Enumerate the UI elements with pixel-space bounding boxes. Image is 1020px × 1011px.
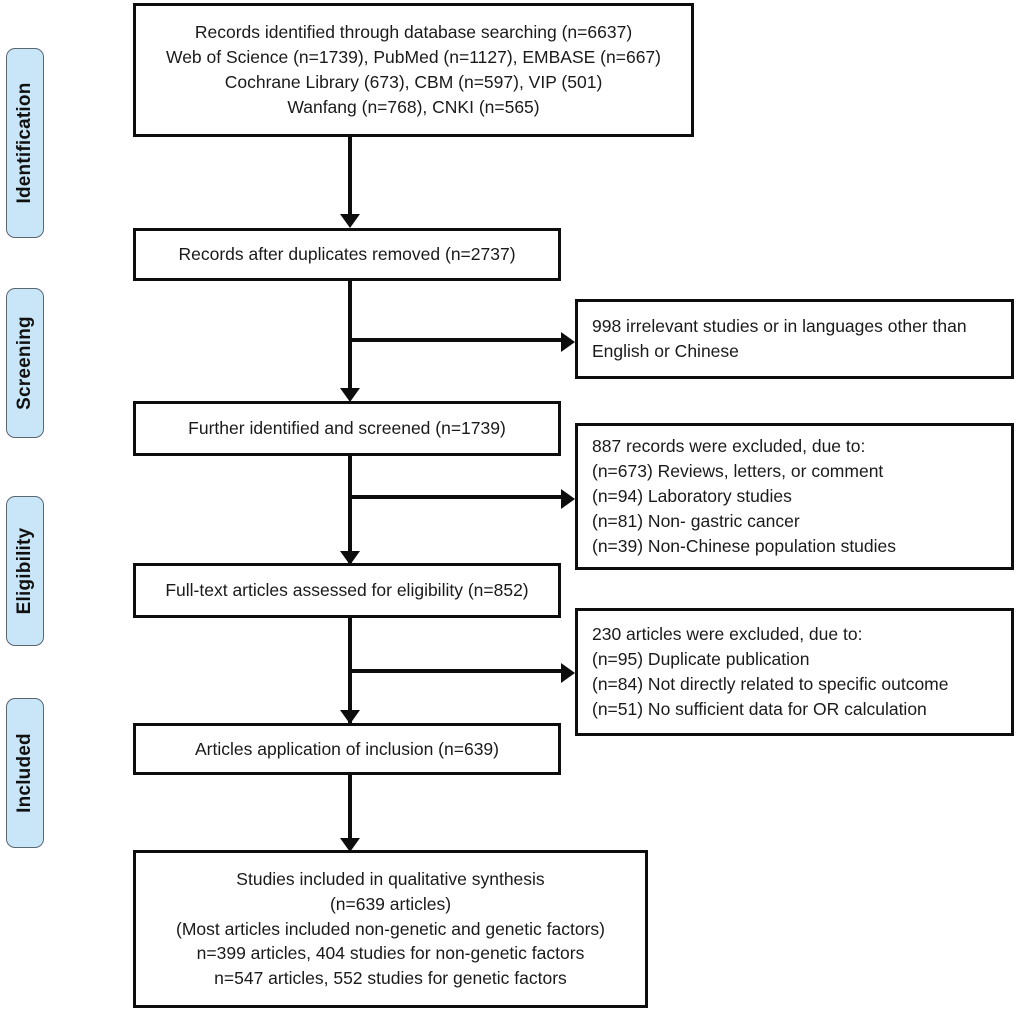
box-excluded-irrelevant-text: 998 irrelevant studies or in languages o…	[578, 314, 1011, 364]
box-excluded-230: 230 articles were excluded, due to: (n=9…	[575, 608, 1014, 736]
arrowhead-excluded-887	[561, 489, 575, 509]
text-line: (Most articles included non-genetic and …	[176, 918, 605, 939]
box-duplicates-removed-text: Records after duplicates removed (n=2737…	[136, 242, 558, 267]
text-line: 887 records were excluded, due to:	[592, 436, 866, 457]
stage-label-screening: Screening	[14, 316, 35, 410]
arrowhead-fulltext	[340, 551, 360, 565]
arrowhead-screened	[340, 388, 360, 402]
stage-label-identification: Identification	[14, 82, 35, 204]
box-excluded-887: 887 records were excluded, due to: (n=67…	[575, 423, 1014, 570]
text-line: Articles application of inclusion (n=639…	[195, 738, 499, 759]
box-excluded-irrelevant: 998 irrelevant studies or in languages o…	[575, 299, 1014, 379]
text-line: (n=639 articles)	[329, 893, 452, 914]
box-duplicates-removed: Records after duplicates removed (n=2737…	[133, 228, 561, 281]
branch-to-excluded-887	[348, 495, 566, 499]
arrowhead-excluded-irrelevant	[561, 332, 575, 352]
branch-to-excluded-230	[348, 669, 566, 673]
box-records-identified-text: Records identified through database sear…	[136, 20, 691, 119]
box-articles-inclusion: Articles application of inclusion (n=639…	[133, 723, 561, 775]
connector-screened-to-fulltext	[348, 456, 352, 566]
box-studies-included: Studies included in qualitative synthesi…	[133, 850, 648, 1008]
text-line: (n=95) Duplicate publication	[592, 649, 810, 670]
text-line: Cochrane Library (673), CBM (n=597), VIP…	[224, 72, 603, 92]
arrowhead-duplicates	[340, 214, 360, 228]
box-full-text-assessed: Full-text articles assessed for eligibil…	[133, 563, 561, 618]
text-line: Studies included in qualitative synthesi…	[236, 868, 545, 889]
text-line: (n=673) Reviews, letters, or comment	[592, 461, 884, 482]
box-studies-included-text: Studies included in qualitative synthesi…	[136, 867, 645, 991]
arrowhead-included	[340, 838, 360, 852]
box-excluded-887-text: 887 records were excluded, due to: (n=67…	[578, 434, 1011, 558]
text-line: Web of Science (n=1739), PubMed (n=1127)…	[166, 47, 661, 68]
stage-pill-identification: Identification	[6, 48, 44, 238]
text-line: English or Chinese	[592, 341, 739, 361]
connector-inclusion-to-included	[348, 775, 352, 843]
text-line: n=547 articles, 552 studies for genetic …	[214, 968, 567, 989]
stage-label-eligibility: Eligibility	[14, 527, 35, 615]
stage-label-included: Included	[14, 733, 35, 813]
connector-identified-to-duplicates	[348, 137, 352, 221]
text-line: Records identified through database sear…	[194, 22, 633, 43]
text-line: (n=39) Non-Chinese population studies	[592, 535, 897, 556]
box-articles-inclusion-text: Articles application of inclusion (n=639…	[136, 737, 558, 762]
stage-pill-eligibility: Eligibility	[6, 496, 44, 646]
text-line: Further identified and screened (n=1739)	[188, 418, 506, 439]
text-line: Records after duplicates removed (n=2737…	[178, 244, 516, 265]
text-line: (n=81) Non- gastric cancer	[592, 510, 800, 531]
text-line: (n=94) Laboratory studies	[592, 486, 792, 507]
text-line: n=399 articles, 404 studies for non-gene…	[196, 943, 585, 964]
box-records-identified: Records identified through database sear…	[133, 3, 694, 137]
arrowhead-inclusion	[340, 710, 360, 724]
text-line: Wanfang (n=768), CNKI (n=565)	[287, 96, 540, 117]
stage-pill-included: Included	[6, 698, 44, 848]
stage-pill-screening: Screening	[6, 288, 44, 438]
box-full-text-assessed-text: Full-text articles assessed for eligibil…	[136, 578, 558, 603]
text-line: 230 articles were excluded, due to:	[592, 624, 863, 645]
text-line: 998 irrelevant studies or in languages o…	[592, 316, 967, 337]
text-line: (n=51) No sufficient data for OR calcula…	[592, 698, 927, 719]
box-further-screened: Further identified and screened (n=1739)	[133, 401, 561, 456]
box-excluded-230-text: 230 articles were excluded, due to: (n=9…	[578, 622, 1011, 721]
text-line: (n=84) Not directly related to specific …	[592, 674, 949, 694]
box-further-screened-text: Further identified and screened (n=1739)	[136, 416, 558, 441]
arrowhead-excluded-230	[561, 663, 575, 683]
text-line: Full-text articles assessed for eligibil…	[165, 580, 529, 601]
branch-to-excluded-irrelevant	[348, 338, 566, 342]
